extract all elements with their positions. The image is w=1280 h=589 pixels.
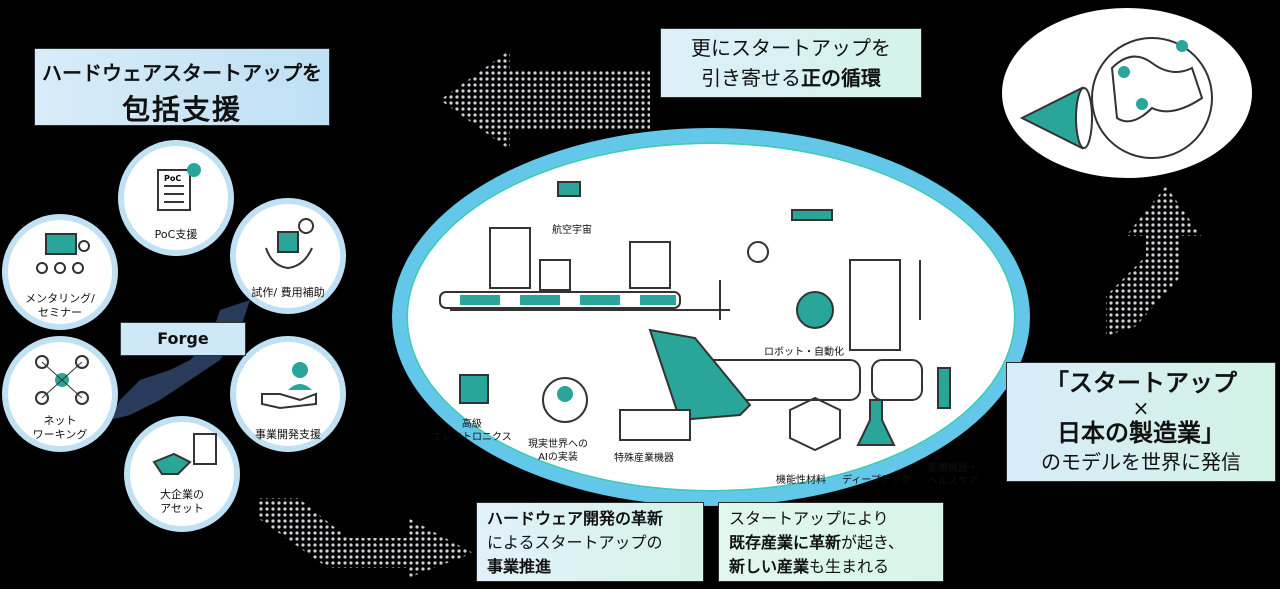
globe-megaphone-icon bbox=[1002, 8, 1252, 178]
bulb-icon bbox=[747, 241, 769, 263]
industry-change-box: スタートアップにより 既存産業に革新が起き、 新しい産業も生まれる bbox=[718, 502, 944, 582]
microscope-icon bbox=[937, 367, 951, 409]
change-line2-bold: 既存産業に革新 bbox=[729, 533, 842, 552]
handshake-building-icon bbox=[152, 433, 217, 475]
circle-label: メンタリング/ セミナー bbox=[25, 292, 95, 319]
title-box: ハードウェアスタートアップを 包括支援 bbox=[34, 48, 330, 126]
change-line3-post: も生まれる bbox=[809, 557, 890, 576]
ai-head-icon bbox=[542, 377, 588, 423]
innovation-line3: 事業推進 bbox=[487, 557, 552, 576]
innovation-line1: ハードウェア開発の革新 bbox=[487, 509, 664, 528]
innovation-box: ハードウェア開発の革新 によるスタートアップの 事業推進 bbox=[476, 502, 704, 582]
cycle-box: 更にスタートアップを 引き寄せる正の循環 bbox=[660, 28, 922, 98]
circle-prototype: 試作/ 費用補助 bbox=[230, 198, 346, 314]
cycle-line2-bold: 正の循環 bbox=[801, 66, 881, 90]
label-deeptech: ディープテック bbox=[842, 475, 911, 486]
circle-poc: PoC PoC支援 bbox=[118, 140, 234, 256]
satellite-icon bbox=[557, 181, 581, 197]
poc-badge: PoC bbox=[164, 174, 181, 183]
circle-bizdev: 事業開発支援 bbox=[230, 336, 346, 452]
arrow-up-icon bbox=[1106, 186, 1201, 336]
change-line1: スタートアップにより bbox=[729, 509, 889, 528]
global-line4: のモデルを世界に発信 bbox=[1041, 450, 1241, 474]
innovation-line2: によるスタートアップの bbox=[487, 533, 663, 552]
circle-label: ネット ワーキング bbox=[32, 414, 88, 441]
forge-label: Forge bbox=[120, 322, 246, 356]
label-electronics: 高級 エレクトロニクス bbox=[432, 419, 512, 443]
circle-mentoring: メンタリング/ セミナー bbox=[2, 214, 118, 330]
industrial-arm-icon bbox=[648, 328, 752, 422]
cycle-line2: 引き寄せる正の循環 bbox=[661, 63, 921, 93]
label-industrial: 特殊産業機器 bbox=[614, 453, 674, 464]
label-aerospace: 航空宇宙 bbox=[552, 225, 592, 236]
arrow-right-icon bbox=[258, 498, 473, 578]
drone-icon bbox=[791, 209, 833, 221]
person-hand-icon bbox=[261, 362, 317, 410]
label-medical: 医療機器・ ヘルスケア bbox=[928, 463, 978, 487]
circle-label: 大企業の アセット bbox=[160, 488, 204, 515]
cycle-line2-pre: 引き寄せる bbox=[701, 66, 801, 90]
global-line2: × bbox=[1132, 396, 1150, 420]
global-line3: 日本の製造業」 bbox=[1057, 419, 1225, 447]
title-line1: ハードウェアスタートアップを bbox=[42, 61, 322, 85]
circle-network: ネット ワーキング bbox=[2, 336, 118, 452]
network-people-icon bbox=[35, 355, 89, 405]
cube-icon bbox=[789, 396, 841, 452]
circle-label: 試作/ 費用補助 bbox=[251, 286, 325, 299]
arrow-left-icon bbox=[440, 50, 650, 150]
label-ai: 現実世界への AIの実装 bbox=[528, 439, 588, 463]
title-line2: 包括支援 bbox=[121, 93, 242, 126]
cycle-line1: 更にスタートアップを bbox=[691, 36, 891, 60]
global-box: 「スタートアップ × 日本の製造業」 のモデルを世界に発信 bbox=[1006, 362, 1276, 482]
circle-label: 事業開発支援 bbox=[255, 428, 321, 441]
chip-hands-icon bbox=[265, 218, 314, 270]
seminar-icon bbox=[36, 233, 90, 274]
global-line1: 「スタートアップ bbox=[1045, 369, 1237, 397]
bulb-document-icon: PoC bbox=[157, 163, 201, 211]
circle-assets: 大企業の アセット bbox=[124, 416, 240, 532]
change-line3-bold: 新しい産業 bbox=[729, 557, 810, 576]
city-illustration bbox=[439, 181, 951, 452]
chip-icon bbox=[459, 374, 489, 404]
label-materials: 機能性材料 bbox=[776, 475, 826, 486]
japan-map-icon bbox=[110, 260, 260, 420]
label-robot: ロボット・自動化 bbox=[764, 347, 844, 358]
flask-icon bbox=[856, 399, 896, 446]
robot-icon bbox=[796, 291, 834, 329]
change-line2-post: が起き、 bbox=[841, 533, 904, 552]
circle-label: PoC支援 bbox=[154, 228, 198, 241]
